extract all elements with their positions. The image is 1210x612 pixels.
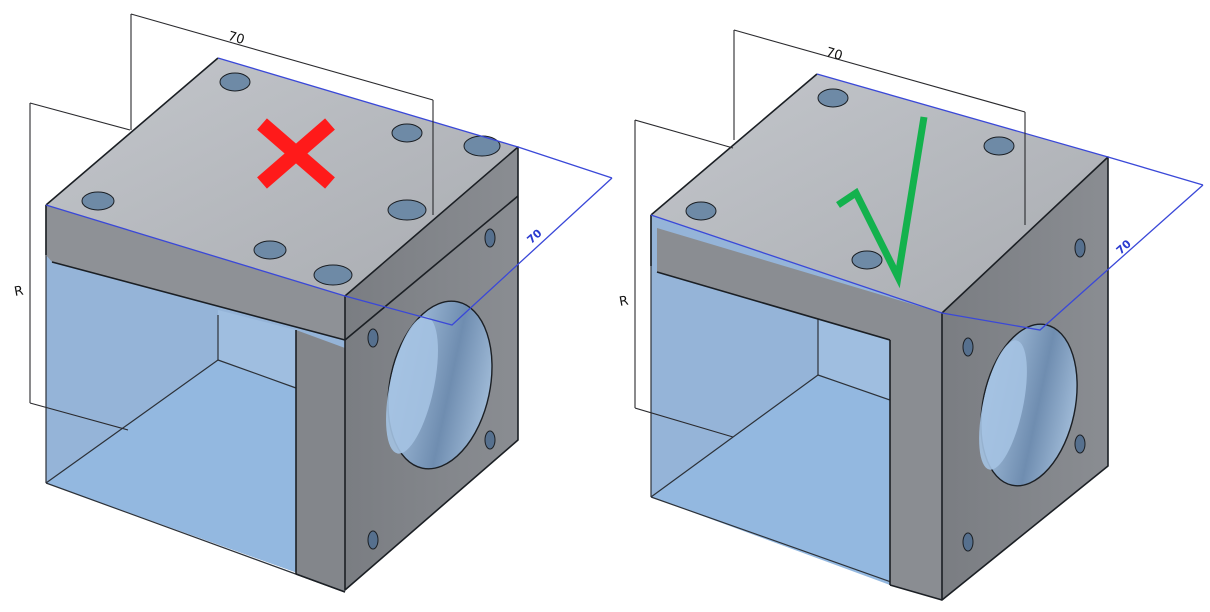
depth-dimension-label: 70 xyxy=(524,226,544,246)
top-hole xyxy=(851,250,883,270)
transparent-back-wall xyxy=(818,318,890,400)
figure-right-correct: 70 70 R xyxy=(618,29,1204,601)
top-hole xyxy=(983,136,1015,156)
top-holes-left xyxy=(81,72,501,286)
top-plate-front-edge xyxy=(46,205,345,340)
top-hole xyxy=(253,240,287,260)
top-plate-face xyxy=(46,58,518,296)
side-dimension-label: R xyxy=(13,284,25,300)
figure-left-incorrect: 70 70 R xyxy=(13,13,613,593)
side-hole xyxy=(962,337,974,357)
transparent-floor xyxy=(46,360,345,590)
vertical-plate-front xyxy=(296,330,345,592)
top-hole xyxy=(463,135,501,157)
incorrect-cross-icon xyxy=(257,118,335,189)
top-dimension-label: 70 xyxy=(226,29,246,48)
top-dimension-label: 70 xyxy=(824,45,844,64)
side-hole xyxy=(367,328,379,348)
top-hole xyxy=(81,191,115,211)
correct-check-icon xyxy=(836,116,928,289)
depth-dimension-label: 70 xyxy=(1114,237,1134,257)
side-hole xyxy=(1074,238,1086,258)
top-hole xyxy=(391,123,423,143)
transparent-floor xyxy=(651,375,890,585)
side-hole xyxy=(484,228,496,248)
top-holes-right xyxy=(685,88,1015,270)
side-hole xyxy=(962,532,974,552)
side-hole xyxy=(367,530,379,550)
transparent-back-wall xyxy=(218,310,296,388)
top-hole xyxy=(313,264,353,286)
side-hole xyxy=(1074,434,1086,454)
top-hole xyxy=(387,199,427,221)
side-hole xyxy=(484,430,496,450)
top-hole xyxy=(817,88,849,108)
top-hole xyxy=(219,72,251,92)
side-dimension-label: R xyxy=(618,294,630,310)
vertical-plate-front xyxy=(657,228,942,600)
top-hole xyxy=(685,201,717,221)
